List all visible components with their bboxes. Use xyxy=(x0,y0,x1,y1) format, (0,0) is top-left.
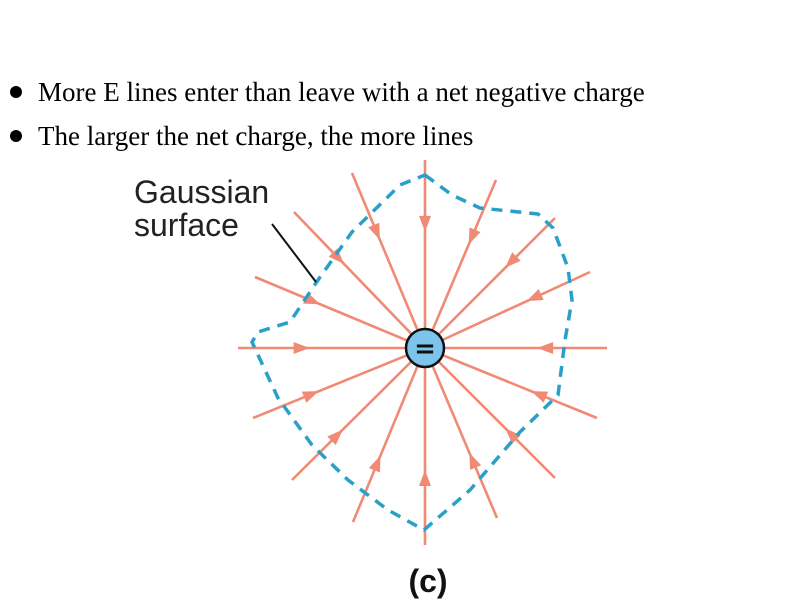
field-line xyxy=(424,217,556,349)
arrowhead-icon xyxy=(531,391,549,403)
bullet-item: More E lines enter than leave with a net… xyxy=(8,70,645,114)
bullet-text: The larger the net charge, the more line… xyxy=(38,120,474,151)
field-line xyxy=(291,347,426,481)
arrowhead-icon xyxy=(293,342,310,354)
gaussian-label: Gaussian xyxy=(134,174,269,210)
gaussian-surface-outline xyxy=(250,173,574,532)
field-line xyxy=(424,270,591,350)
arrowhead-icon xyxy=(328,248,345,265)
bullet-item: The larger the net charge, the more line… xyxy=(8,114,645,158)
field-line xyxy=(424,346,598,420)
label-pointer-line xyxy=(271,223,317,283)
surface-label: surface xyxy=(134,207,239,243)
arrowhead-icon xyxy=(368,455,381,473)
arrowhead-icon xyxy=(537,342,554,354)
arrowhead-icon xyxy=(469,452,482,470)
arrowhead-icon xyxy=(468,227,481,245)
field-line xyxy=(424,347,556,479)
arrowhead-icon xyxy=(301,391,319,403)
field-line xyxy=(252,346,426,420)
field-line xyxy=(254,275,426,350)
arrowhead-icon xyxy=(505,428,521,444)
arrowhead-icon xyxy=(526,289,544,302)
field-line xyxy=(423,179,498,349)
charge-sign: = xyxy=(414,334,436,364)
arrowhead-icon xyxy=(368,222,380,240)
bullet-list: More E lines enter than leave with a net… xyxy=(8,70,645,158)
negative-charge xyxy=(404,327,446,369)
field-line xyxy=(293,211,426,349)
bullet-icon xyxy=(10,130,22,142)
arrowhead-icon xyxy=(419,215,431,232)
field-line xyxy=(423,347,499,519)
bullet-icon xyxy=(10,86,22,98)
figure-caption: (c) xyxy=(408,563,447,599)
arrowhead-icon xyxy=(505,252,521,268)
bullet-text: More E lines enter than leave with a net… xyxy=(38,76,645,107)
arrowhead-icon xyxy=(327,429,343,446)
field-line xyxy=(350,172,427,349)
arrowhead-icon xyxy=(419,470,431,487)
